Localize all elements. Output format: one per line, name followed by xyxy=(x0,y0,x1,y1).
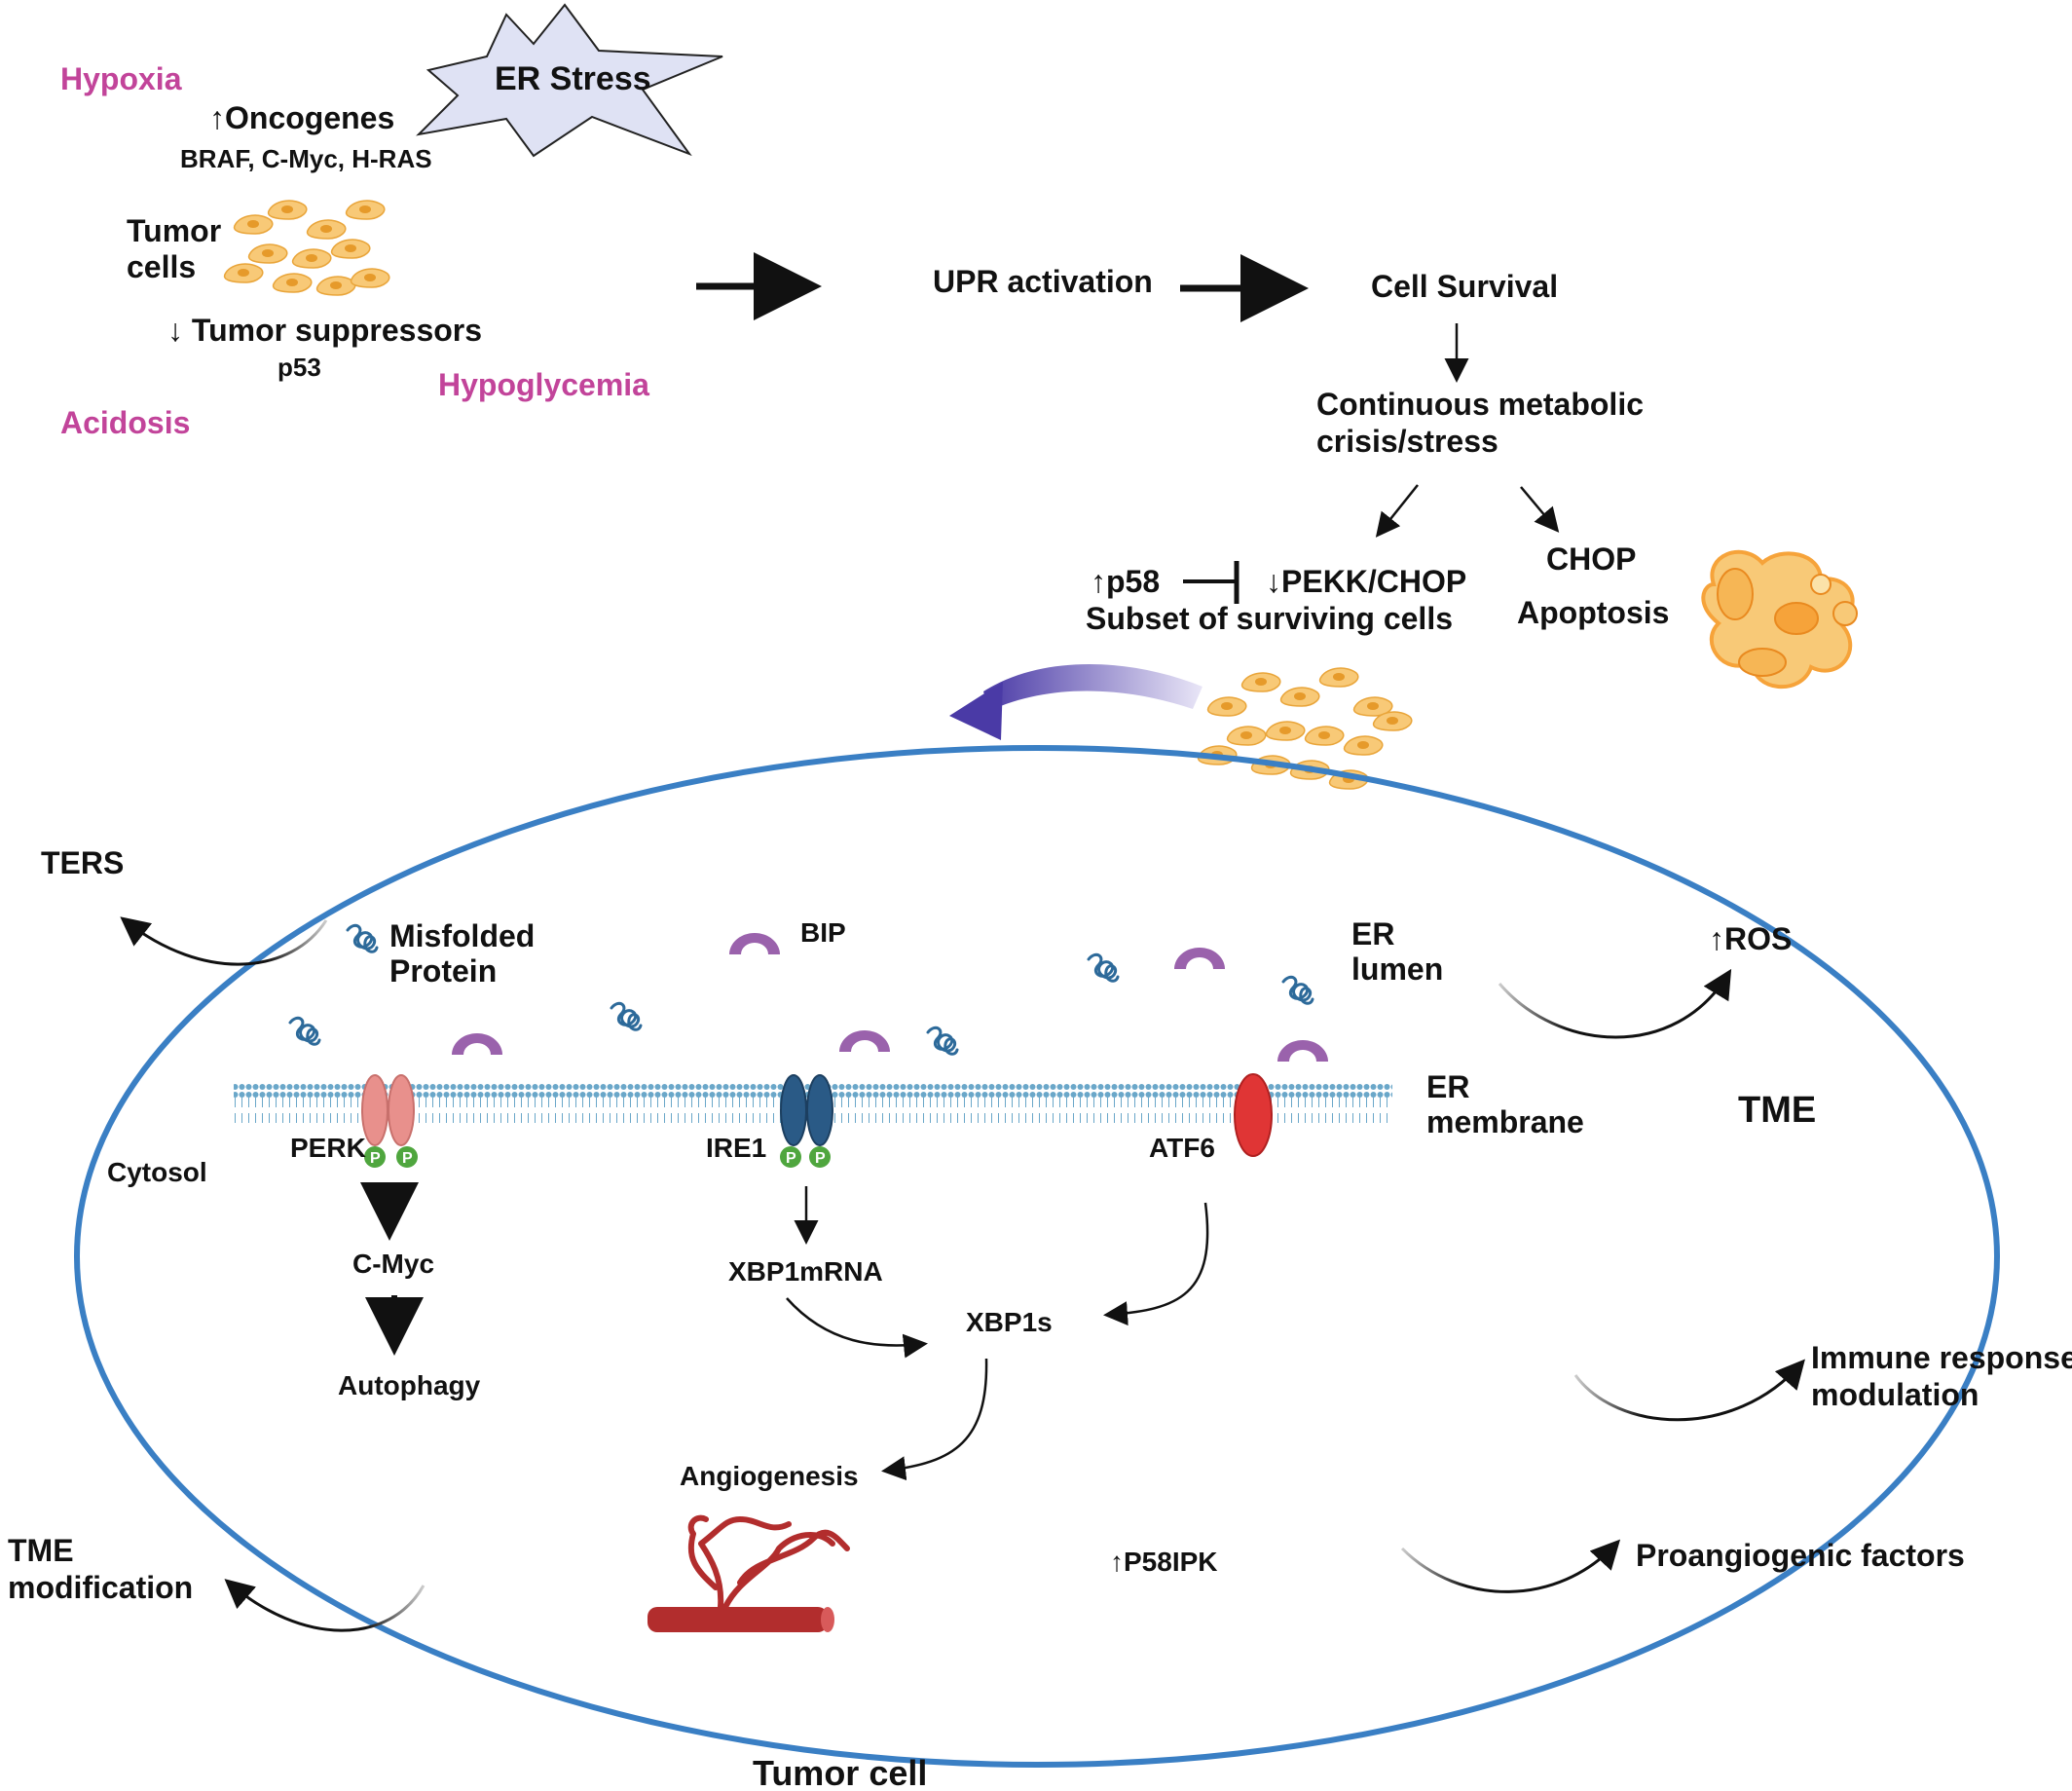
ros-arrow xyxy=(1498,968,1732,1039)
xbp1mrna-to-xbp1s-arrow xyxy=(786,1297,928,1359)
p58ipk-label: ↑P58IPK xyxy=(1110,1547,1218,1577)
phospho-group xyxy=(396,1146,418,1168)
apoptotic-cells-icon xyxy=(1701,549,1858,690)
tumor-cells-label-line1: Tumor xyxy=(127,213,221,248)
bip-icons xyxy=(452,933,1328,1062)
ros-label: ↑ROS xyxy=(1709,921,1792,956)
perk-label: PERK xyxy=(290,1133,366,1163)
metabolic-crisis-label-line1: Continuous metabolic xyxy=(1316,387,1644,422)
misfolded-label-line2: Protein xyxy=(389,953,497,989)
hypoxia-label: Hypoxia xyxy=(60,61,182,96)
hypoglycemia-label: Hypoglycemia xyxy=(438,367,649,402)
ire1-label: IRE1 xyxy=(706,1133,766,1163)
bip-label: BIP xyxy=(800,917,846,948)
phospho-label: P xyxy=(815,1150,826,1167)
p53-label: p53 xyxy=(278,353,321,382)
apoptosis-label: Apoptosis xyxy=(1517,595,1669,630)
ire1-receptor: P P xyxy=(780,1074,833,1168)
oncogene-list: BRAF, C-Myc, H-RAS xyxy=(180,144,432,173)
blood-vessel-icon xyxy=(648,1514,850,1632)
tumor-cell-label: Tumor cell xyxy=(753,1753,927,1791)
xbp1mrna-label: XBP1mRNA xyxy=(728,1256,883,1287)
cytosol-label: Cytosol xyxy=(107,1157,207,1187)
autophagy-label: Autophagy xyxy=(338,1370,481,1400)
phospho-group xyxy=(364,1146,386,1168)
cell-survival-label: Cell Survival xyxy=(1371,269,1558,304)
immune-response-label-line1: Immune response xyxy=(1811,1340,2072,1375)
tme-modification-label-line1: TME xyxy=(8,1533,74,1568)
angiogenesis-label: Angiogenesis xyxy=(680,1461,859,1491)
atf6-to-xbp1s-arrow xyxy=(1103,1202,1209,1326)
purple-curved-arrow xyxy=(949,663,1202,740)
arrow-to-chop xyxy=(1520,486,1560,533)
atf6-receptor xyxy=(1234,1073,1273,1157)
arrow-to-pekk-chop xyxy=(1375,484,1419,538)
oncogenes-label: ↑Oncogenes xyxy=(209,100,394,135)
cmyc-label: C-Myc xyxy=(352,1249,434,1279)
proangiogenic-label: Proangiogenic factors xyxy=(1636,1538,1965,1573)
surviving-subset-label: Subset of surviving cells xyxy=(1086,601,1453,636)
phospho-label: P xyxy=(370,1150,381,1167)
tumor-cells-label-line2: cells xyxy=(127,249,196,284)
er-membrane-label-line2: membrane xyxy=(1426,1104,1584,1139)
er-lumen-label-line1: ER xyxy=(1351,916,1394,951)
tme-label: TME xyxy=(1738,1090,1816,1131)
phospho-label: P xyxy=(402,1150,413,1167)
burst-shape xyxy=(416,3,723,158)
chop-label: CHOP xyxy=(1546,541,1636,577)
er-stress-burst: ER Stress xyxy=(416,3,723,158)
xbp1s-to-angiogenesis-arrow xyxy=(881,1358,988,1481)
microenvironment-stressors: Hypoxia Acidosis Hypoglycemia xyxy=(60,61,649,440)
phospho-label: P xyxy=(786,1150,796,1167)
tumor-suppressors-label: ↓ Tumor suppressors xyxy=(167,313,482,348)
p58-up-label: ↑p58 xyxy=(1091,564,1160,599)
xbp1s-label: XBP1s xyxy=(966,1307,1053,1337)
ters-label: TERS xyxy=(41,845,124,880)
acidosis-label: Acidosis xyxy=(60,405,190,440)
phospho-group xyxy=(809,1146,831,1168)
tme-modification-label-line2: modification xyxy=(8,1570,193,1605)
pekk-chop-label: ↓PEKK/CHOP xyxy=(1266,564,1466,599)
ters-arrow xyxy=(120,916,328,966)
tumor-cell-outline xyxy=(74,745,2000,1768)
phospho-group xyxy=(780,1146,801,1168)
er-membrane-label-line1: ER xyxy=(1426,1069,1469,1104)
tme-modification-arrow xyxy=(224,1579,426,1632)
metabolic-crisis-label-line2: crisis/stress xyxy=(1316,424,1498,459)
tumor-cells-cluster-icon xyxy=(223,200,390,296)
immune-response-arrow xyxy=(1573,1359,1805,1422)
er-stress-label: ER Stress xyxy=(495,60,651,97)
misfolded-label-line1: Misfolded xyxy=(389,918,535,953)
p58-inhibition-bar xyxy=(1183,561,1240,604)
atf6-label: ATF6 xyxy=(1149,1133,1215,1163)
upr-activation-label: UPR activation xyxy=(933,264,1153,299)
proangiogenic-arrow xyxy=(1400,1539,1621,1593)
immune-response-label-line2: modulation xyxy=(1811,1377,1979,1412)
er-lumen-label-line2: lumen xyxy=(1351,951,1443,987)
perk-receptor: P P xyxy=(361,1074,418,1168)
